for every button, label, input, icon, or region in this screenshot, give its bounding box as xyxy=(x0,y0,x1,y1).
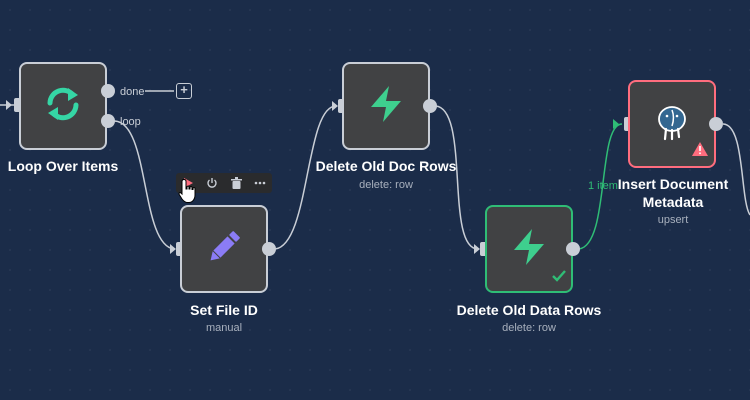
trash-icon[interactable] xyxy=(227,174,245,192)
add-node-button[interactable]: + xyxy=(176,83,192,99)
node-subtitle-set-file-id: manual xyxy=(205,322,243,334)
postgres-elephant-icon xyxy=(652,102,692,147)
loop-icon xyxy=(42,83,84,130)
node-title-set-file-id: Set File ID xyxy=(190,302,258,318)
connection-items-label: 1 item xyxy=(588,180,618,192)
loop-input-handle[interactable] xyxy=(14,98,22,112)
insert-doc-output-handle[interactable] xyxy=(709,117,723,131)
power-icon[interactable] xyxy=(203,174,221,192)
more-icon[interactable] xyxy=(251,174,269,192)
warning-icon xyxy=(692,142,708,161)
node-title-delete-old-data-rows: Delete Old Data Rows xyxy=(456,302,602,318)
delete-data-output-handle[interactable] xyxy=(566,242,580,256)
node-title-insert-document-metadata: Insert Document Metadata xyxy=(588,175,750,211)
loop-done-handle[interactable] xyxy=(101,84,115,98)
node-delete-old-doc-rows[interactable] xyxy=(342,62,430,150)
supabase-icon xyxy=(512,228,546,270)
set-file-id-output-handle[interactable] xyxy=(262,242,276,256)
node-subtitle-delete-old-data-rows: delete: row xyxy=(502,322,556,334)
arrowhead xyxy=(332,101,338,111)
connection-delete-data-insert-doc[interactable] xyxy=(578,123,623,250)
connection-loop-set-file-id[interactable] xyxy=(113,120,175,250)
node-loop-over-items[interactable] xyxy=(19,62,107,150)
node-set-file-id[interactable] xyxy=(180,205,268,293)
arrowhead xyxy=(6,100,12,110)
node-subtitle-delete-old-doc-rows: delete: row xyxy=(359,179,413,191)
pencil-icon xyxy=(204,227,244,272)
arrowhead xyxy=(613,119,619,129)
arrowhead xyxy=(170,244,176,254)
connection-delete-doc-delete-data[interactable] xyxy=(435,105,479,250)
delete-data-input-handle[interactable] xyxy=(480,242,488,256)
node-title-delete-old-doc-rows: Delete Old Doc Rows xyxy=(315,158,457,174)
node-title-line-1: Insert Document xyxy=(617,176,729,192)
success-check-icon xyxy=(552,269,566,287)
node-insert-document-metadata[interactable] xyxy=(628,80,716,168)
hand-cursor-icon xyxy=(178,178,200,209)
output-label-loop: loop xyxy=(120,116,141,128)
arrowhead xyxy=(474,244,480,254)
output-label-done: done xyxy=(120,86,145,98)
connection-insert-doc-out[interactable] xyxy=(722,123,750,216)
supabase-icon xyxy=(369,85,403,127)
node-delete-old-data-rows[interactable] xyxy=(485,205,573,293)
connection-set-file-delete-doc[interactable] xyxy=(274,105,337,250)
node-title-line-2: Metadata xyxy=(642,194,704,210)
delete-doc-output-handle[interactable] xyxy=(423,99,437,113)
loop-loop-handle[interactable] xyxy=(101,114,115,128)
node-title-loop-over-items: Loop Over Items xyxy=(7,158,119,174)
node-subtitle-insert-document-metadata: upsert xyxy=(657,214,689,226)
